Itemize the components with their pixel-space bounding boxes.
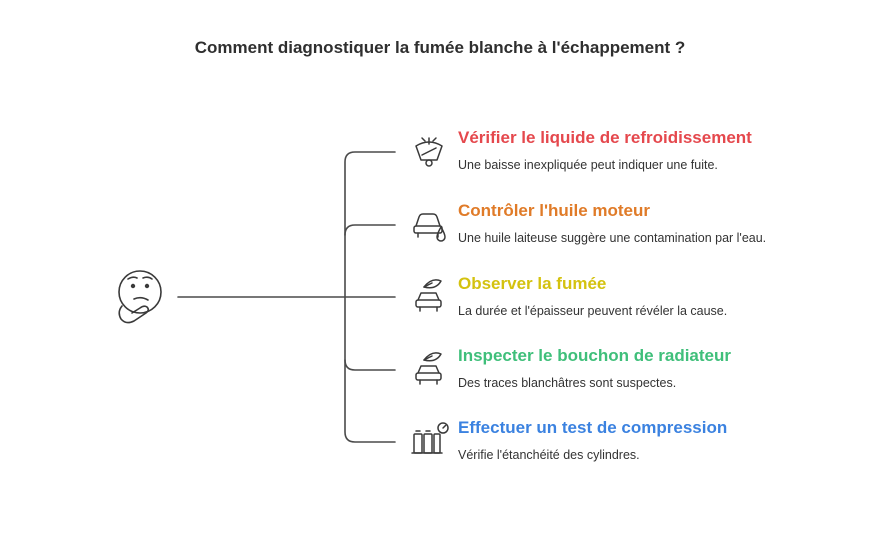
step-description: Vérifie l'étanchéité des cylindres. <box>458 448 640 462</box>
branch-line-5 <box>344 359 396 443</box>
step-heading: Vérifier le liquide de refroidissement <box>458 128 752 147</box>
step-description: Une baisse inexpliquée peut indiquer une… <box>458 158 718 172</box>
step-item: Observer la fumée La durée et l'épaisseu… <box>458 274 868 319</box>
branch-line-4 <box>344 296 396 371</box>
car-leaf-icon <box>415 352 442 385</box>
diagram-title: Comment diagnostiquer la fumée blanche à… <box>194 38 686 57</box>
step-heading: Observer la fumée <box>458 274 607 293</box>
step-description: Une huile laiteuse suggère une contamina… <box>458 231 767 245</box>
car-oil-drop-icon <box>413 213 446 242</box>
step-item: Effectuer un test de compression Vérifie… <box>458 418 868 463</box>
step-description: La durée et l'épaisseur peuvent révéler … <box>458 304 728 318</box>
branch-line-1 <box>344 151 396 298</box>
step-item: Vérifier le liquide de refroidissement U… <box>458 128 868 173</box>
car-leaf-icon <box>415 279 442 312</box>
cylinder-gauge-icon <box>411 422 449 454</box>
step-heading: Contrôler l'huile moteur <box>458 201 650 220</box>
thinking-face-icon <box>118 270 162 324</box>
windshield-washer-icon <box>415 137 443 167</box>
step-description: Des traces blanchâtres sont suspectes. <box>458 376 677 390</box>
step-item: Contrôler l'huile moteur Une huile laite… <box>458 201 868 246</box>
branch-line-2 <box>344 224 396 236</box>
step-heading: Effectuer un test de compression <box>458 418 728 437</box>
step-item: Inspecter le bouchon de radiateur Des tr… <box>458 346 868 391</box>
step-heading: Inspecter le bouchon de radiateur <box>458 346 732 365</box>
